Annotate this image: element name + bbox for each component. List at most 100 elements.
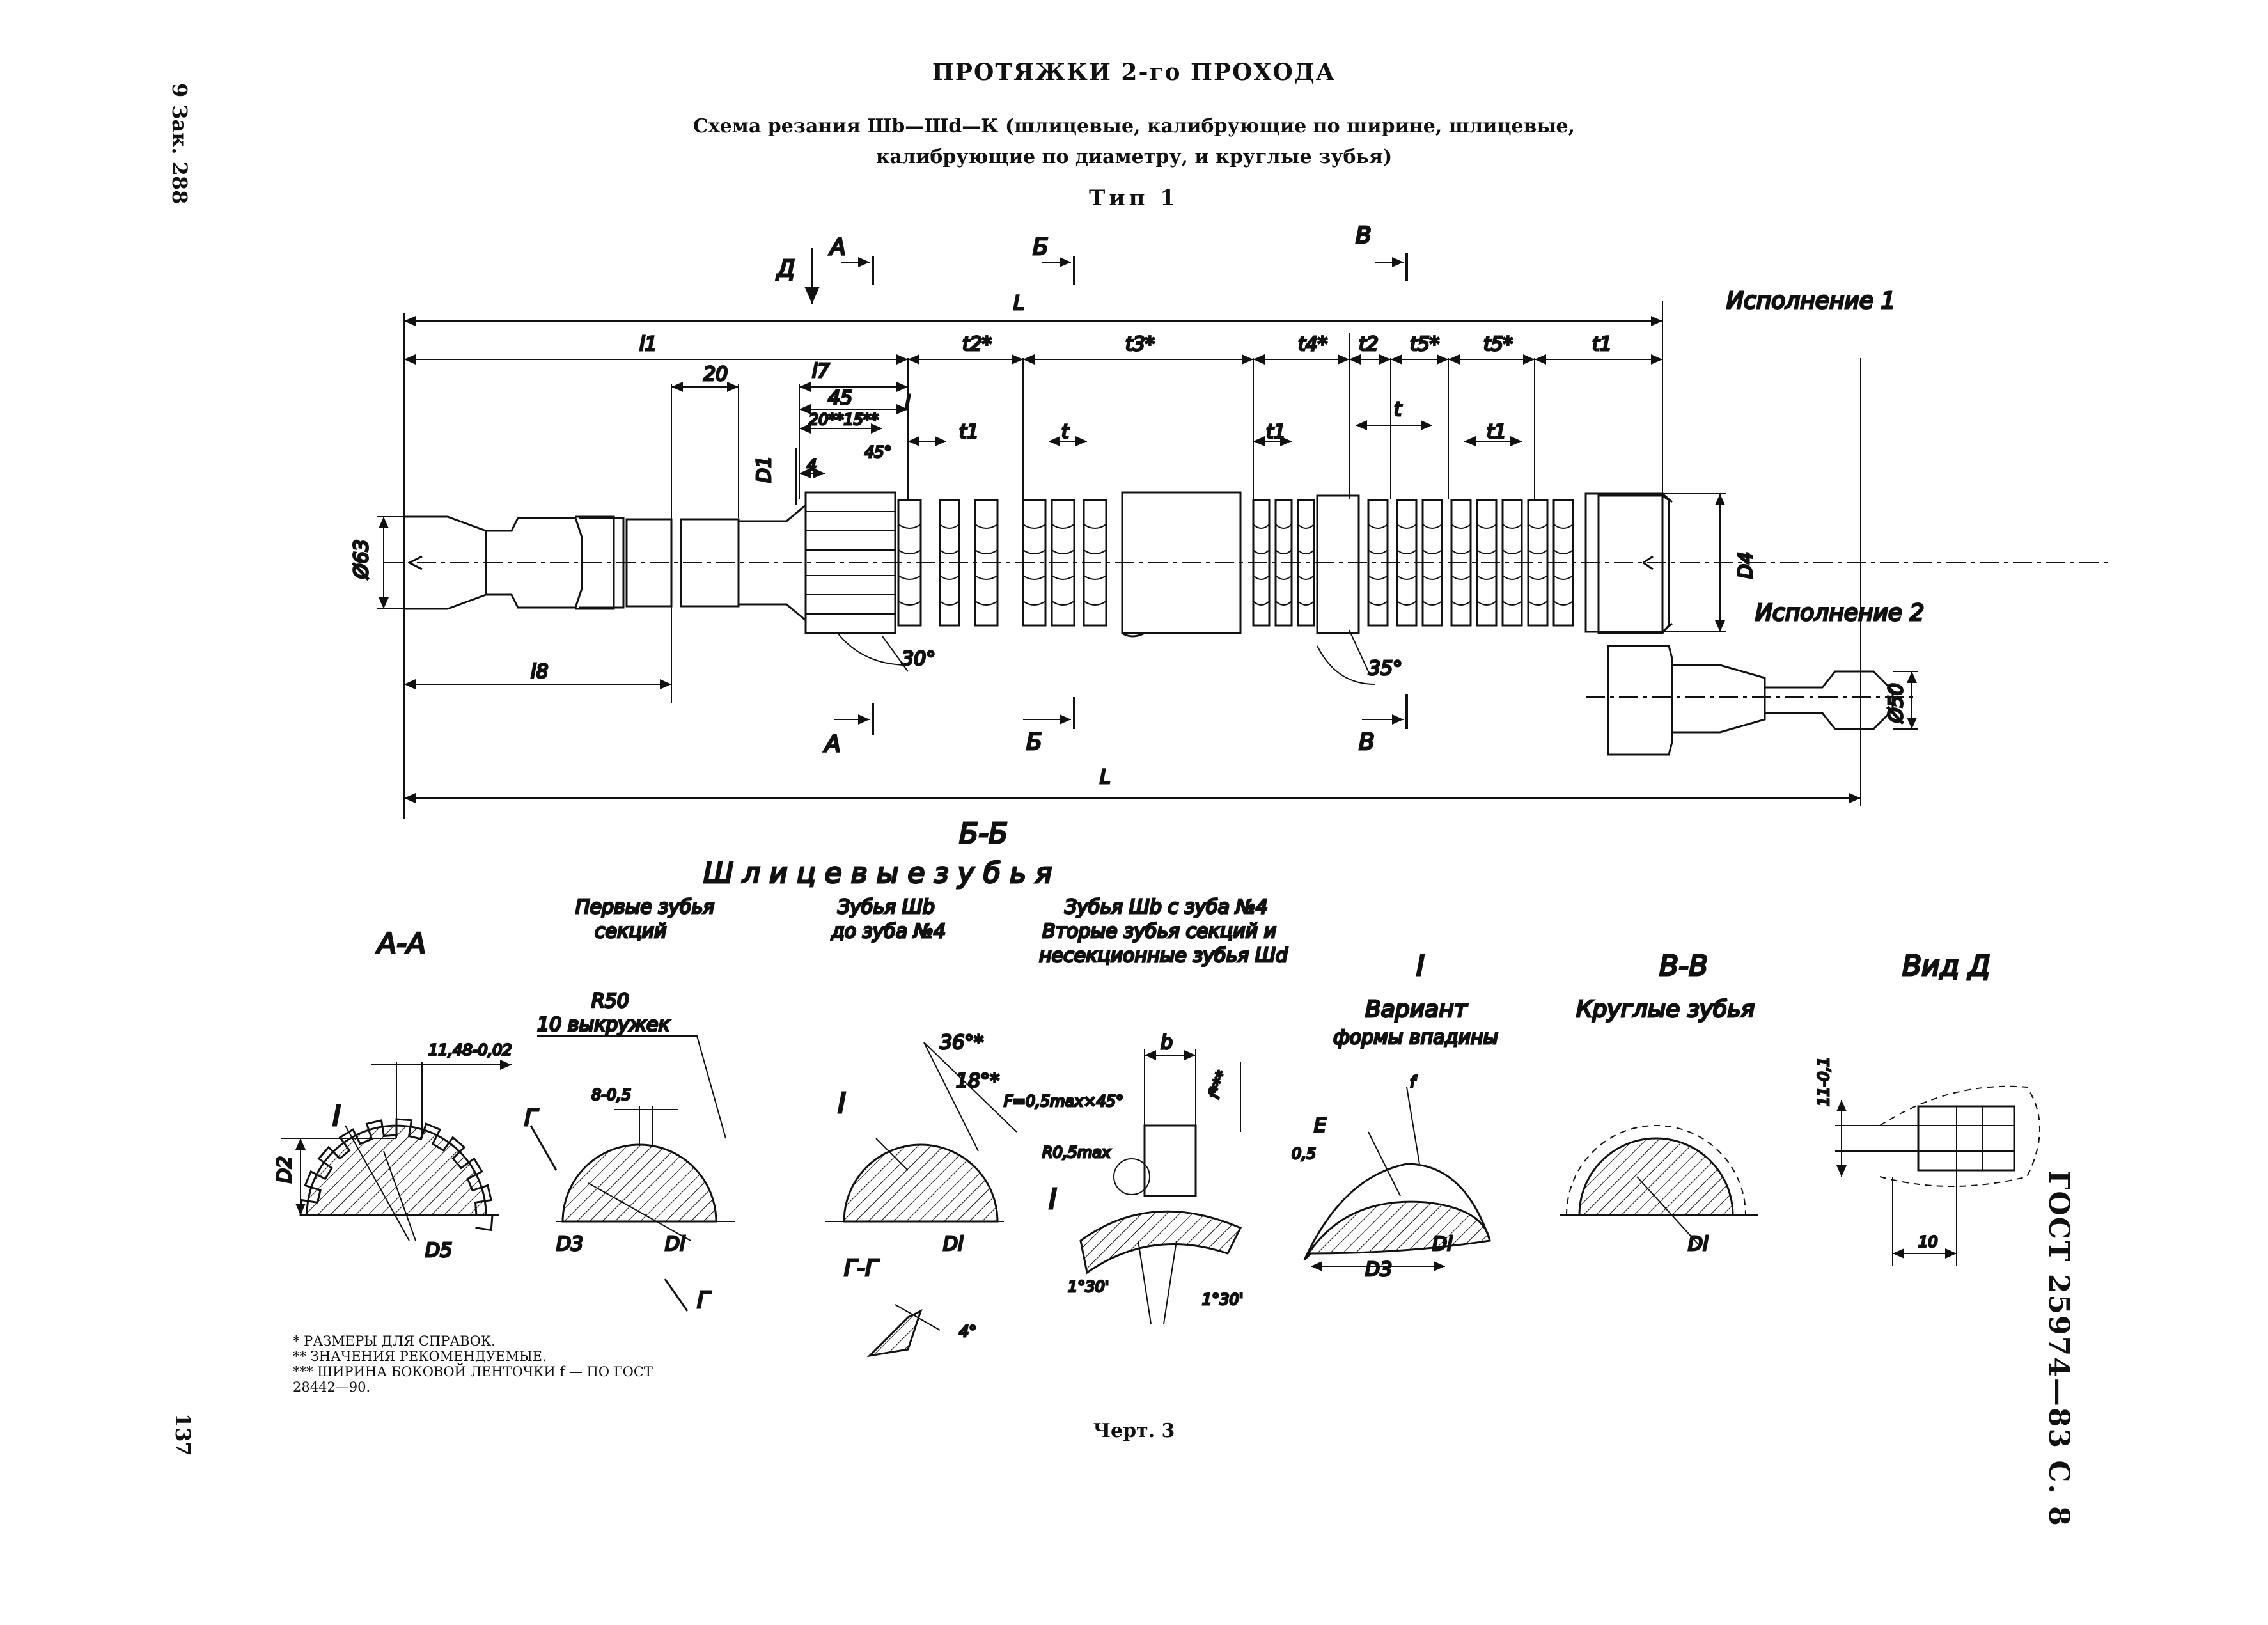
spline-groove [1476,524,1497,529]
footnote-1: * РАЗМЕРЫ ДЛЯ СПРАВОК. [293,1333,496,1349]
spline-groove [1528,601,1548,606]
spline-groove [1275,601,1292,606]
spline-tooth [974,499,999,627]
section-bb-title: Б-Б [959,817,1008,850]
spline-groove [898,549,921,554]
spline-groove [1051,524,1075,529]
dim-f-stars: f*** [1205,1069,1232,1101]
dim-t4s: t4* [1298,333,1327,356]
dim-t1-c: t1 [1487,421,1506,443]
spline-tooth [1501,499,1523,627]
section-aa-title: А-А [375,927,426,960]
spline-tooth [939,499,960,627]
dim-D3-b: D3 [1365,1259,1392,1281]
spline-groove [1083,549,1107,554]
spline-groove [1368,575,1388,580]
angle-35: 35° [1368,657,1402,680]
dim-0-5: 0,5 [1292,1145,1316,1163]
spline-groove [1275,524,1292,529]
spline-groove [1502,601,1522,606]
cut-g-bottom-label: Г [697,1287,712,1314]
dim-D1: D1 [753,456,776,483]
shb-label-1: Зубья Шb [838,896,935,918]
spline-tooth [1527,499,1549,627]
cut-b-top-label: Б [1033,234,1049,260]
spline-groove [1051,575,1075,580]
dim-l8: l8 [531,661,548,683]
spline-groove [1083,601,1107,606]
dim-l7: l7 [812,360,829,382]
r50-label: R50 [591,990,629,1012]
cut-v-bottom-label: В [1359,729,1375,755]
spline-tooth [1252,499,1271,627]
dim-t-a: t [1061,421,1070,443]
dim-20: 20 [703,363,728,386]
dim-t2: t2 [1359,333,1379,356]
dim-Di-c: Di [1432,1233,1453,1255]
spline-groove [1396,601,1417,606]
shb-label-2: до зуба №4 [831,920,946,943]
spline-groove [1422,601,1443,606]
spline-tooth [1274,499,1293,627]
spline-groove [1022,575,1046,580]
spline-groove [1422,549,1443,554]
dim-t1-end: t1 [1592,333,1612,356]
dim-L-bottom: L [1100,766,1111,789]
spline-groove [1553,601,1574,606]
detail-i-mark-a: I [332,1100,341,1133]
spline-groove [1297,549,1315,554]
dim-10: 10 [1918,1233,1938,1251]
shb4-label-1: Зубья Шb с зуба №4 [1065,896,1268,918]
dim-11: 11-0,1 [1815,1057,1833,1106]
spline-groove [1253,601,1270,606]
spline-tooth [1450,499,1472,627]
spline-groove [1297,575,1315,580]
dim-t3s: t3* [1125,333,1155,356]
dim-4: 4 [807,456,817,474]
dim-l-small: l [905,392,911,414]
first-teeth-label-2: секций [595,920,667,943]
shb4-label-2: Вторые зубья секций и [1042,920,1276,943]
spline-groove [1451,524,1471,529]
spline-groove [1528,524,1548,529]
spline-groove [1476,549,1497,554]
variant1-label: Исполнение 1 [1726,288,1895,314]
dim-phi63: Ø63 [350,539,373,580]
cut-g-top-label: Г [524,1105,539,1131]
spline-groove [898,601,921,606]
spline-groove [1422,524,1443,529]
footnote-3: *** ШИРИНА БОКОВОЙ ЛЕНТОЧКИ f — ПО ГОСТ [293,1364,653,1379]
spline-groove [939,575,960,580]
section-gg-title: Г-Г [844,1255,880,1282]
spline-groove [974,601,998,606]
spline-groove [1502,524,1522,529]
spline-groove [939,549,960,554]
spline-teeth-section [897,499,1574,627]
dim-f: f [1410,1073,1418,1091]
spline-tooth [1396,499,1418,627]
dim-D4: D4 [1735,552,1757,579]
detail-e-label: E [1314,1115,1326,1137]
detail-i-mark-c: I [1049,1183,1057,1216]
spline-groove [1451,601,1471,606]
spline-groove [1253,524,1270,529]
spline-tooth [1421,499,1443,627]
dim-20-15: 20**15** [809,411,879,428]
spline-groove [1553,524,1574,529]
front-guide-splines [806,511,895,615]
spline-groove [1528,549,1548,554]
dim-t5s-1: t5* [1410,333,1439,356]
variant2-shank [1586,645,1918,756]
cut-v-top-label: В [1356,223,1372,249]
dim-D2: D2 [274,1156,296,1183]
spline-groove [1253,549,1270,554]
spline-tooth [1476,499,1498,627]
dim-L-top: L [1013,292,1024,315]
vykruzhek-label: 10 выкружек [537,1014,670,1036]
footnote-4: 28442—90. [293,1379,371,1395]
page-title: ПРОТЯЖКИ 2-го ПРОХОДА [932,59,1336,86]
view-d-title: Вид Д [1902,950,1990,982]
spline-groove [974,575,998,580]
